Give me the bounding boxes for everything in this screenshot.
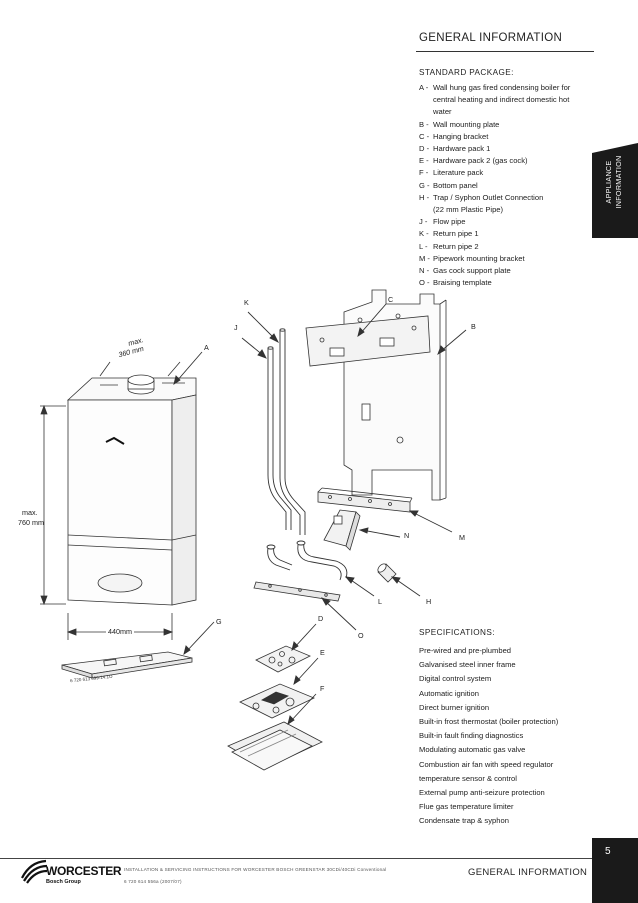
standard-package-list: A -Wall hung gas fired condensing boiler… <box>419 82 599 289</box>
package-item: F -Literature pack <box>419 168 484 178</box>
specifications-heading: SPECIFICATIONS: <box>419 628 495 637</box>
package-item: H -Trap / Syphon Outlet Connection <box>419 192 544 202</box>
package-item: D -Hardware pack 1 <box>419 144 491 154</box>
footer-rule <box>0 858 592 859</box>
spec-item: Direct burner ignition <box>419 702 490 712</box>
label-b: B <box>471 322 476 331</box>
footer-section-title: GENERAL INFORMATION <box>468 867 588 878</box>
dim-width-label: 440mm <box>106 627 134 636</box>
hardware-pack-1-drawing <box>255 645 311 673</box>
spec-item: Built-in fault finding diagnostics <box>419 731 524 741</box>
page-number: 5 <box>605 846 611 857</box>
boiler-drawing <box>66 374 197 606</box>
dimension-lines <box>40 361 181 640</box>
label-l: L <box>378 597 382 606</box>
package-item: E -Hardware pack 2 (gas cock) <box>419 156 528 166</box>
label-c: C <box>388 295 394 304</box>
specifications-list: Pre-wired and pre-plumbed Galvanised ste… <box>419 644 558 829</box>
pipes-drawing <box>266 328 348 581</box>
spec-item: Galvanised steel inner frame <box>419 660 516 670</box>
spec-item: Condensate trap & syphon <box>419 816 509 826</box>
label-j: J <box>234 323 238 332</box>
spec-item: Pre-wired and pre-plumbed <box>419 646 512 655</box>
spec-item: temperature sensor & control <box>419 773 517 783</box>
package-item: C -Hanging bracket <box>419 131 489 141</box>
spec-item: Modulating automatic gas valve <box>419 745 526 755</box>
package-item: J -Flow pipe <box>419 217 466 227</box>
spec-item: Combustion air fan with speed regulator <box>419 759 554 769</box>
trap-outlet-drawing <box>377 563 397 583</box>
package-item: (22 mm Plastic Pipe) <box>433 205 504 215</box>
footer-page-tab <box>592 838 638 903</box>
label-h: H <box>426 597 432 606</box>
leader-lines <box>173 303 467 726</box>
standard-package-heading: STANDARD PACKAGE: <box>419 68 514 77</box>
package-item: K -Return pipe 1 <box>419 229 479 239</box>
spec-item: Automatic ignition <box>419 688 479 698</box>
brand-name: WORCESTER <box>46 864 122 878</box>
hardware-pack-2-drawing <box>239 683 315 719</box>
label-g: G <box>216 617 222 626</box>
label-d: D <box>318 614 324 623</box>
package-item: central heating and indirect domestic ho… <box>433 95 570 105</box>
spec-item: Built-in frost thermostat (boiler protec… <box>419 717 559 727</box>
dim-height-label-1: max. <box>22 508 38 517</box>
spec-item: Flue gas temperature limiter <box>419 802 514 812</box>
header-rule <box>416 51 594 52</box>
label-f: F <box>320 684 325 693</box>
label-k: K <box>244 298 249 307</box>
dim-height-label-2: 760 mm <box>18 518 44 527</box>
footer-document-code: 6 720 614 556a (2007/07) <box>124 879 182 884</box>
page-header-title: GENERAL INFORMATION <box>419 32 563 44</box>
mounting-bracket-drawing <box>317 487 413 513</box>
literature-pack-drawing <box>227 721 323 771</box>
package-item: water <box>433 107 452 117</box>
worcester-logo-icon <box>21 859 48 884</box>
spec-item: External pump anti-seizure protection <box>419 788 545 798</box>
package-item: M -Pipework mounting bracket <box>419 253 525 263</box>
braising-template-drawing <box>253 581 341 602</box>
label-e: E <box>320 648 325 657</box>
package-item: L -Return pipe 2 <box>419 241 479 251</box>
label-n: N <box>404 531 410 540</box>
package-item: O -Braising template <box>419 278 492 288</box>
wall-plate-drawing <box>305 289 447 501</box>
gas-cock-plate-drawing <box>323 509 361 551</box>
label-o: O <box>358 631 364 640</box>
side-tab-shape <box>592 143 638 238</box>
package-item: N -Gas cock support plate <box>419 266 511 276</box>
footer-document-title: INSTALLATION & SERVICING INSTRUCTIONS FO… <box>124 867 387 872</box>
package-item: B -Wall mounting plate <box>419 119 500 129</box>
package-item: A -Wall hung gas fired condensing boiler… <box>419 83 571 92</box>
bottom-panel-drawing <box>61 651 193 679</box>
package-item: G -Bottom panel <box>419 180 478 190</box>
label-m: M <box>459 533 465 542</box>
label-a: A <box>204 343 209 352</box>
spec-item: Digital control system <box>419 674 492 684</box>
brand-sub: Bosch Group <box>46 879 81 885</box>
